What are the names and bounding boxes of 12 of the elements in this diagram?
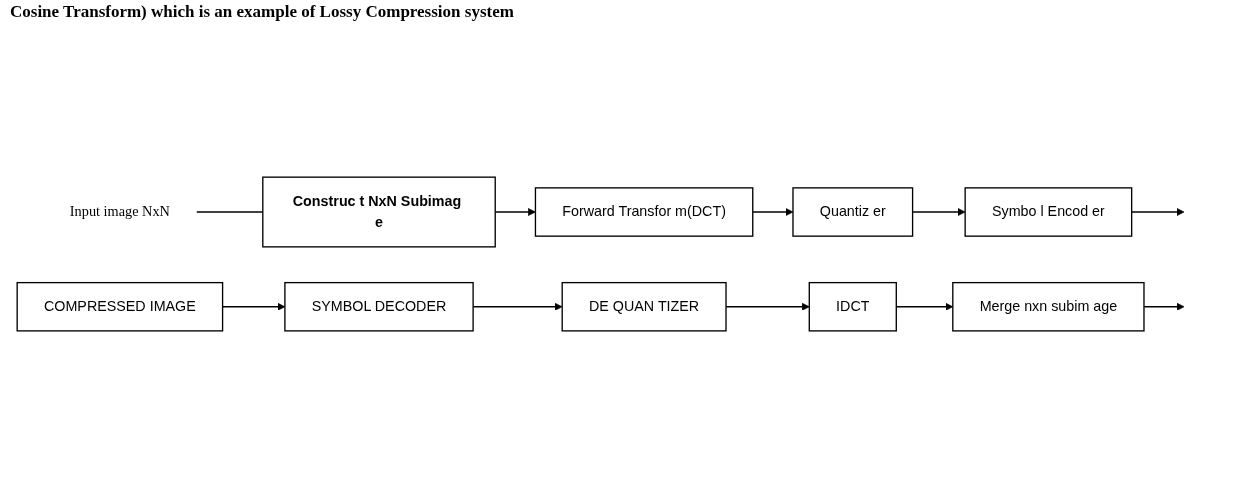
node-box: Symbo l Encod er <box>964 187 1133 237</box>
node-box: DE QUAN TIZER <box>561 281 727 332</box>
node-box: Construc t NxN Subimag e <box>262 176 496 248</box>
node-box: Quantiz er <box>792 187 914 237</box>
node-box: Merge nxn subim age <box>952 281 1145 332</box>
node-text: Input image NxN <box>69 203 170 220</box>
arrow <box>1143 302 1185 311</box>
node-box: COMPRESSED IMAGE <box>16 281 224 332</box>
caption-text: Cosine Transform) which is an example of Lossy Compression system <box>10 2 514 22</box>
node-box: IDCT <box>808 281 897 332</box>
node-box: SYMBOL DECODER <box>284 281 474 332</box>
node-box: Forward Transfor m(DCT) <box>534 187 754 237</box>
